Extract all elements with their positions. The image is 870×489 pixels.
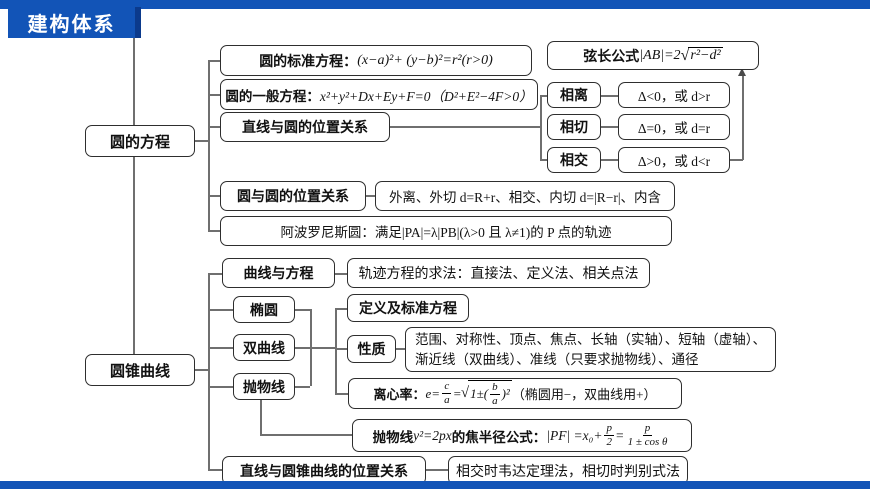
- node-circle-standard-equation: 圆的标准方程：(x−a)²+ (y−b)²=r²(r>0): [220, 45, 532, 76]
- connector: [335, 393, 348, 395]
- standard-equation-formula: (x−a)²+ (y−b)²=r²(r>0): [357, 52, 493, 68]
- general-equation-label: 圆的一般方程：: [225, 88, 320, 104]
- connector: [208, 347, 233, 349]
- node-relation-intersect: 相交: [547, 147, 601, 173]
- connector: [195, 140, 208, 142]
- chord-radicand: r²−d²: [688, 47, 723, 63]
- eccentricity-label: 离心率：: [373, 387, 426, 402]
- properties-line1: 范围、对称性、顶点、焦点、长轴（实轴）、短轴（虚轴）、: [415, 331, 766, 347]
- connector: [335, 348, 347, 350]
- chord-formula-pre: |AB|=2: [639, 47, 681, 63]
- connector: [426, 469, 448, 471]
- node-chord-formula: 弦长公式 |AB|=2√r²−d²: [547, 41, 759, 70]
- node-condition-intersect: Δ>0，或 d<r: [618, 147, 730, 173]
- standard-equation-label: 圆的标准方程：: [259, 54, 358, 70]
- node-relation-tangent: 相切: [547, 114, 601, 140]
- detail-spine: [335, 308, 337, 394]
- focal-pre2: 的焦半径公式：: [451, 429, 547, 445]
- connector: [335, 308, 347, 310]
- chord-sqrt: √r²−d²: [681, 47, 723, 65]
- page-title: 建构体系: [8, 7, 141, 38]
- node-definition-standard-equation: 定义及标准方程: [347, 294, 469, 322]
- node-circle-equation: 圆的方程: [85, 125, 195, 157]
- connector: [208, 94, 220, 96]
- arrow-up-icon: [738, 68, 746, 76]
- node-ellipse: 椭圆: [233, 296, 295, 323]
- connector: [295, 347, 335, 349]
- conic-spine: [208, 273, 210, 470]
- node-hyperbola: 双曲线: [233, 334, 295, 361]
- connector: [260, 400, 262, 435]
- connector: [601, 159, 618, 161]
- focal-parabola-eq: y²=2px: [413, 427, 452, 443]
- general-equation-formula: x²+y²+Dx+Ey+F=0（D²+E²−4F>0）: [319, 88, 533, 104]
- node-curve-and-equation: 曲线与方程: [222, 258, 335, 288]
- chord-formula-label: 弦长公式: [583, 49, 640, 65]
- tangency-spine: [540, 95, 542, 160]
- connector: [260, 434, 352, 436]
- node-condition-separate: Δ<0，或 d>r: [618, 82, 730, 108]
- node-relation-separate: 相离: [547, 82, 601, 108]
- sqrt-icon: √: [460, 385, 470, 401]
- eccentricity-e: e=: [425, 385, 441, 401]
- connector: [730, 159, 743, 161]
- connector: [295, 386, 310, 388]
- node-properties-detail: 范围、对称性、顶点、焦点、长轴（实轴）、短轴（虚轴）、 渐近线（双曲线）、准线（…: [405, 327, 776, 372]
- node-conic-curves: 圆锥曲线: [85, 354, 195, 386]
- connector: [540, 95, 547, 97]
- node-line-conic-methods: 相交时韦达定理法，相切时判别式法: [448, 456, 688, 485]
- connector: [208, 195, 220, 197]
- trunk-line: [133, 38, 135, 370]
- eccentricity-note: （椭圆用−，双曲线用+）: [511, 387, 657, 402]
- connector: [208, 60, 220, 62]
- connector: [390, 126, 540, 128]
- node-line-circle-relation: 直线与圆的位置关系: [220, 112, 390, 142]
- sqrt-icon: √: [680, 46, 690, 64]
- properties-line2: 渐近线（双曲线）、准线（只要求抛物线）、通径: [415, 351, 699, 367]
- node-parabola: 抛物线: [233, 373, 295, 400]
- focal-pre1: 抛物线: [372, 429, 414, 445]
- focal-pf: |PF| =x₀+: [546, 427, 603, 443]
- connector: [208, 230, 220, 232]
- connector: [208, 309, 233, 311]
- node-trajectory-methods: 轨迹方程的求法：直接法、定义法、相关点法: [347, 258, 650, 288]
- connector: [601, 95, 618, 97]
- connector: [540, 159, 547, 161]
- connector: [208, 386, 233, 388]
- connector: [365, 195, 375, 197]
- equals-sign: =: [615, 427, 624, 443]
- types-bracket: [310, 309, 312, 386]
- connector: [208, 126, 220, 128]
- node-properties: 性质: [347, 335, 396, 363]
- top-bar: [0, 0, 870, 9]
- node-apollonius-circle: 阿波罗尼斯圆：满足|PA|=λ|PB|(λ>0 且 λ≠1)的 P 点的轨迹: [220, 216, 672, 246]
- node-condition-tangent: Δ=0，或 d=r: [618, 114, 730, 140]
- arrow-line: [742, 76, 744, 160]
- bottom-bar: [0, 481, 870, 489]
- connector: [601, 126, 618, 128]
- connector: [295, 309, 310, 311]
- connector: [195, 369, 208, 371]
- node-circle-circle-relation: 圆与圆的位置关系: [220, 181, 366, 211]
- connector: [208, 469, 222, 471]
- node-circle-circle-detail: 外离、外切 d=R+r、相交、内切 d=|R−r|、内含: [375, 181, 675, 211]
- connector: [208, 273, 222, 275]
- equals-sign: =: [453, 385, 461, 401]
- connector: [396, 348, 405, 350]
- circle-spine: [208, 60, 210, 231]
- node-circle-general-equation: 圆的一般方程：x²+y²+Dx+Ey+F=0（D²+E²−4F>0）: [220, 79, 538, 110]
- connector: [335, 273, 347, 275]
